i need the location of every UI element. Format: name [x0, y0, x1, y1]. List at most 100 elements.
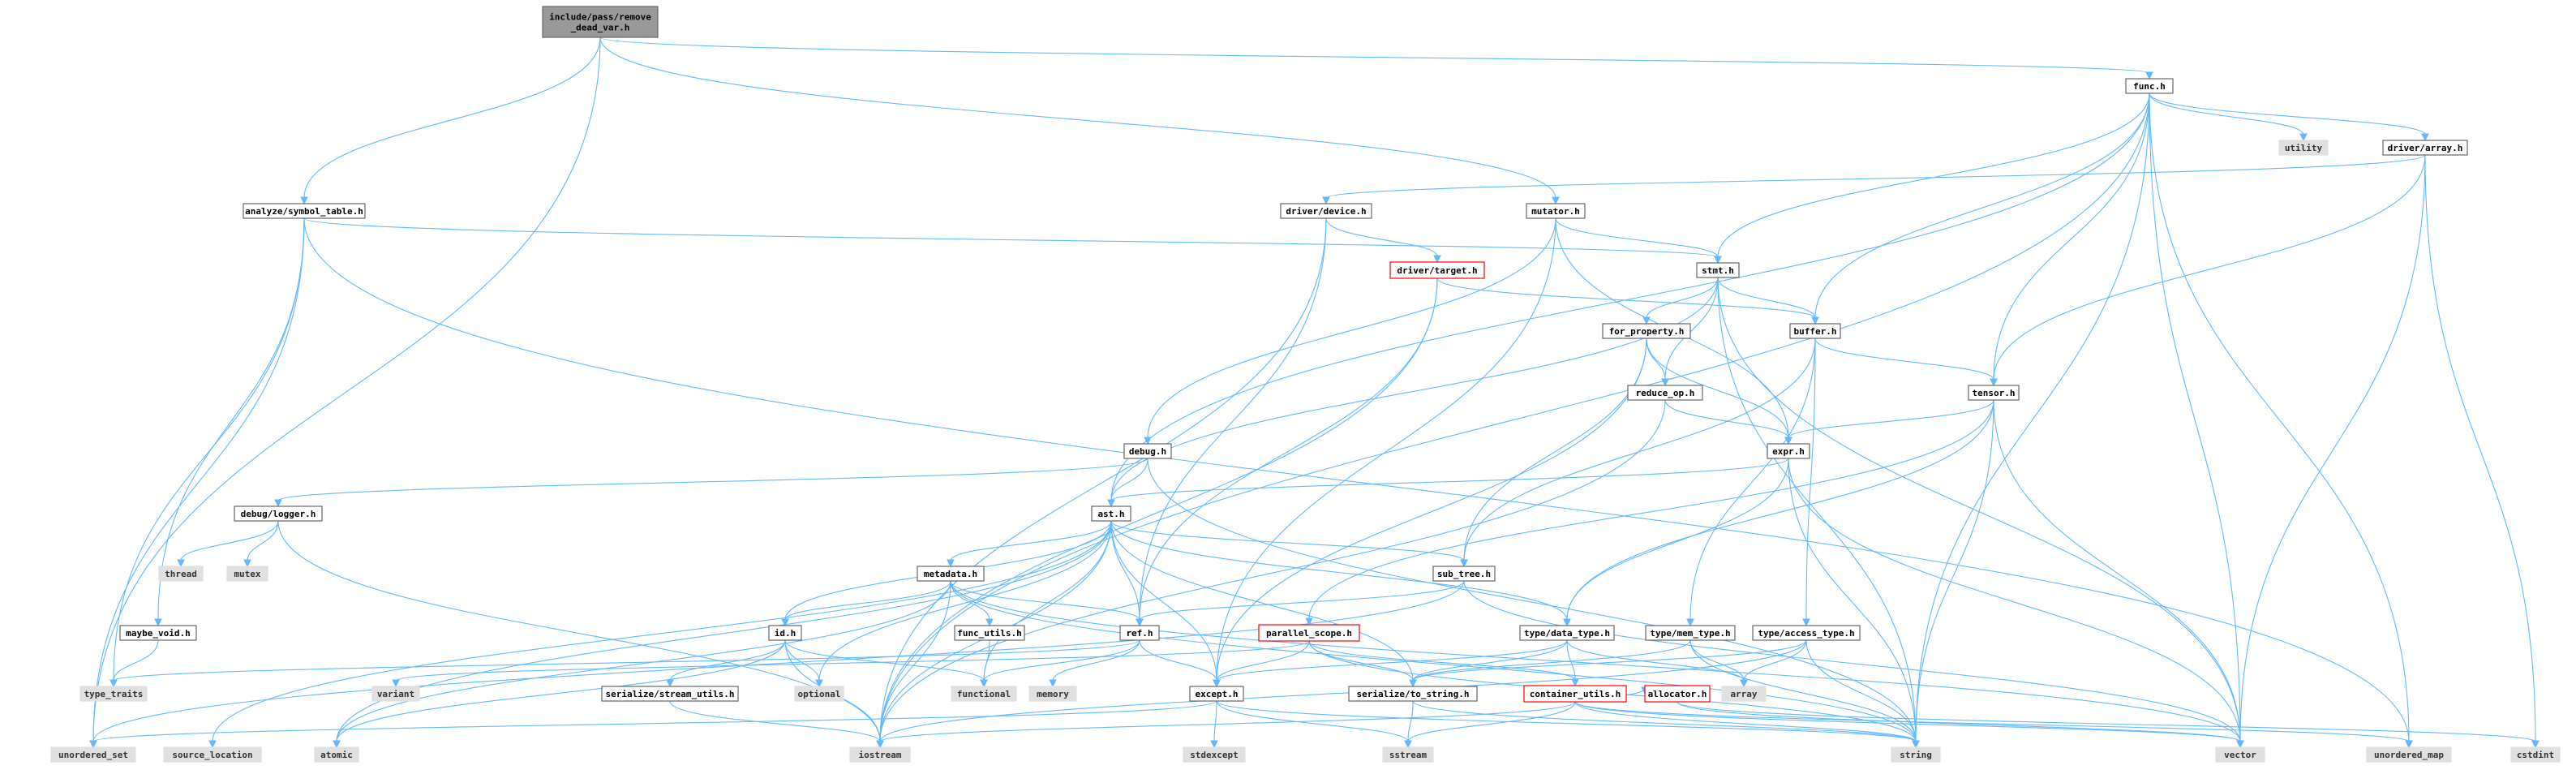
node-parallel-scope[interactable]: parallel_scope.h	[1258, 624, 1360, 642]
dependency-edge-maybe_void-to-type_traits	[113, 639, 159, 682]
node-func-utils[interactable]: func_utils.h	[954, 625, 1025, 641]
node-except[interactable]: except.h	[1189, 686, 1244, 702]
dependency-edge-id-to-optional	[784, 639, 820, 682]
node-access-type[interactable]: type/access_type.h	[1752, 625, 1861, 641]
node-box	[1519, 625, 1615, 641]
dependency-edge-ast-to-sub_tree	[1110, 520, 1465, 561]
node-mem-type[interactable]: type/mem_type.h	[1645, 625, 1736, 641]
dependency-edge-data_type-to-except	[1216, 639, 1568, 682]
arrowhead-metadata-to-id	[781, 618, 789, 627]
node-box	[1189, 686, 1244, 702]
dependency-edge-driver_array-to-cstdint	[2424, 154, 2536, 742]
node-serialize-stream[interactable]: serialize/stream_utils.h	[601, 686, 739, 702]
dependency-edge-expr-to-data_type	[1566, 458, 1789, 621]
dependency-edge-stmt-to-for_property	[1646, 277, 1719, 319]
node-mutator[interactable]: mutator.h	[1526, 203, 1586, 219]
node-ref[interactable]: ref.h	[1119, 625, 1160, 641]
node-box	[954, 625, 1025, 641]
node-box	[1183, 746, 1246, 763]
dependency-edge-data_type-to-container_utils	[1566, 639, 1576, 681]
dependency-edge-metadata-to-vector	[950, 580, 2241, 742]
dependency-edge-stmt-to-vector	[1717, 277, 2241, 742]
node-expr[interactable]: expr.h	[1767, 443, 1810, 459]
node-buffer[interactable]: buffer.h	[1789, 323, 1841, 339]
dependency-edge-serialize_to_string-to-string	[1412, 700, 1917, 742]
node-box	[849, 746, 911, 763]
node-string: string	[1891, 746, 1941, 763]
dependency-edge-data_type-to-serialize_to_string	[1412, 639, 1568, 682]
node-analyze[interactable]: analyze/symbol_table.h	[243, 203, 366, 219]
node-driver-array[interactable]: driver/array.h	[2382, 140, 2468, 156]
node-label: serialize/to_string.h	[1356, 689, 1469, 699]
node-ast[interactable]: ast.h	[1091, 505, 1131, 522]
node-driver-device[interactable]: driver/device.h	[1280, 203, 1372, 219]
node-metadata[interactable]: metadata.h	[917, 566, 985, 582]
arrowhead-stmt-to-buffer	[1811, 316, 1819, 325]
node-label: unordered_set	[58, 750, 128, 760]
dependency-edge-except-to-string	[1216, 700, 1917, 742]
node-driver-target[interactable]: driver/target.h	[1389, 261, 1485, 279]
node-reduce-op[interactable]: reduce_op.h	[1627, 385, 1703, 401]
dependency-edge-metadata-to-iostream	[879, 580, 951, 742]
node-data-type[interactable]: type/data_type.h	[1519, 625, 1615, 641]
node-label: func_utils.h	[957, 628, 1021, 639]
node-serialize-to-string[interactable]: serialize/to_string.h	[1348, 686, 1478, 702]
dependency-edge-func-to-stmt	[1717, 92, 2150, 258]
node-utility: utility	[2278, 140, 2329, 156]
node-box	[371, 686, 420, 702]
dependency-edge-ref-to-type_traits	[113, 639, 1140, 682]
dependency-edge-expr-to-vector	[1788, 458, 2241, 742]
node-maybe-void[interactable]: maybe_void.h	[119, 625, 197, 641]
dependency-edge-stmt-to-ast	[1110, 277, 1719, 501]
arrowhead-ast-to-data_type	[1563, 618, 1571, 627]
dependency-edge-func-to-buffer	[1814, 92, 2150, 319]
node-id[interactable]: id.h	[768, 625, 802, 641]
node-container-utils[interactable]: container_utils.h	[1523, 685, 1627, 703]
dependency-edge-metadata-to-ref	[950, 580, 1140, 621]
node-allocator[interactable]: allocator.h	[1644, 685, 1711, 703]
node-box	[1891, 746, 1941, 763]
dependency-edge-parallel_scope-to-serialize_to_string	[1308, 640, 1414, 682]
dependency-edge-mutator-to-stmt	[1555, 217, 1719, 258]
node-vector: vector	[2215, 746, 2265, 763]
node-label: maybe_void.h	[126, 628, 190, 639]
node-debug-logger[interactable]: debug/logger.h	[234, 505, 323, 522]
dependency-edge-sub_tree-to-vector	[1463, 580, 2241, 742]
node-label: unordered_map	[2374, 750, 2444, 760]
node-tensor[interactable]: tensor.h	[1968, 385, 2020, 401]
node-label: string	[1900, 750, 1932, 760]
node-stmt[interactable]: stmt.h	[1696, 262, 1740, 278]
dependency-edge-driver_target-to-buffer	[1436, 277, 1816, 319]
dependency-edge-access_type-to-serialize_to_string	[1412, 639, 1807, 682]
node-label: id.h	[775, 628, 796, 639]
node-for-property[interactable]: for_property.h	[1602, 323, 1691, 339]
node-label: reduce_op.h	[1636, 388, 1695, 398]
node-box	[1752, 625, 1861, 641]
node-label: _dead_var.h	[571, 23, 630, 33]
node-debug[interactable]: debug.h	[1123, 443, 1172, 459]
arrowhead-access_type-to-serialize_to_string	[1409, 679, 1417, 688]
node-box	[2366, 746, 2452, 763]
node-unordered-set: unordered_set	[50, 746, 136, 763]
dependency-edge-debug_logger-to-iostream	[277, 520, 881, 742]
node-box	[234, 505, 323, 522]
node-box	[2278, 140, 2329, 156]
node-label: debug.h	[1129, 446, 1166, 457]
node-label: tensor.h	[1973, 388, 2016, 398]
arrowhead-except-to-unordered_set	[89, 740, 97, 749]
dependency-edge-mem_type-to-array	[1689, 639, 1745, 682]
dependency-edge-driver_device-to-driver_target	[1325, 217, 1438, 257]
node-func[interactable]: func.h	[2125, 78, 2174, 94]
dependency-edge-id-to-serialize_stream	[669, 639, 786, 682]
node-label: analyze/symbol_table.h	[245, 206, 363, 217]
node-sub-tree[interactable]: sub_tree.h	[1432, 566, 1496, 582]
arrowhead-ref-to-type_traits	[109, 679, 118, 688]
node-root[interactable]: include/pass/remove_dead_var.h	[542, 6, 659, 38]
node-label: serialize/stream_utils.h	[606, 689, 735, 699]
node-memory: memory	[1028, 686, 1077, 702]
node-box	[951, 686, 1017, 702]
dependency-edge-func_utils-to-functional	[983, 639, 990, 682]
dependency-edge-container_utils-to-string	[1574, 701, 1917, 742]
node-box	[1348, 686, 1478, 702]
